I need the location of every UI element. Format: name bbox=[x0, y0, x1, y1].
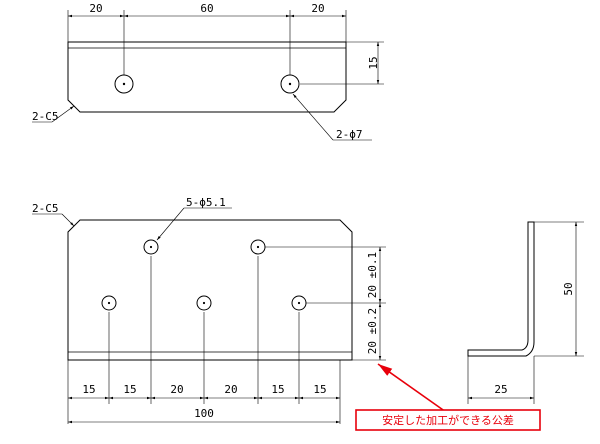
front-dim-h-3: 20 bbox=[170, 383, 183, 396]
front-holes-label: 5-ϕ5.1 bbox=[186, 196, 226, 209]
side-dim-50: 50 bbox=[562, 282, 575, 295]
front-dim-h-1: 15 bbox=[82, 383, 95, 396]
callout-text: 安定した加工ができる公差 bbox=[382, 413, 514, 427]
top-dim-20-left: 20 bbox=[89, 2, 102, 15]
tolerance-callout: 安定した加工ができる公差 bbox=[355, 363, 541, 431]
front-dim-h-6: 15 bbox=[313, 383, 326, 396]
callout-box bbox=[355, 409, 541, 431]
front-hole-4 bbox=[196, 295, 212, 311]
top-chamfer-label: 2-C5 bbox=[32, 110, 59, 123]
side-dim-25: 25 bbox=[494, 383, 507, 396]
callout-arrow bbox=[377, 363, 447, 413]
front-hole-3 bbox=[101, 295, 117, 311]
side-view-profile bbox=[467, 221, 535, 357]
front-dim-h-2: 15 bbox=[123, 383, 136, 396]
top-view: 20 60 20 15 2-C5 2-ϕ7 bbox=[32, 2, 384, 141]
leader-line bbox=[292, 93, 334, 141]
top-dim-60: 60 bbox=[200, 2, 213, 15]
front-dim-h-4: 20 bbox=[224, 383, 237, 396]
top-view-hole-left bbox=[114, 74, 134, 94]
front-view-outline bbox=[67, 219, 353, 361]
front-dim-v-2: 20 ±0.2 bbox=[366, 308, 379, 354]
front-hole-5 bbox=[291, 295, 307, 311]
top-view-hole-right bbox=[280, 74, 300, 94]
front-hole-2 bbox=[250, 239, 266, 255]
front-dim-h-5: 15 bbox=[271, 383, 284, 396]
front-dim-total: 100 bbox=[194, 407, 214, 420]
top-holes-label: 2-ϕ7 bbox=[336, 128, 363, 141]
top-dim-15: 15 bbox=[367, 56, 380, 69]
leader-line bbox=[51, 105, 75, 123]
front-dim-v-1: 20 ±0.1 bbox=[366, 252, 379, 298]
top-view-outline bbox=[67, 41, 347, 113]
front-view: 2-C5 5-ϕ5.1 15 15 20 20 15 15 100 bbox=[32, 196, 386, 424]
leader-line bbox=[61, 213, 75, 227]
top-dim-20-right: 20 bbox=[311, 2, 324, 15]
side-view: 50 25 bbox=[467, 221, 584, 404]
front-hole-1 bbox=[143, 239, 159, 255]
leader-line bbox=[156, 207, 185, 241]
front-chamfer-label: 2-C5 bbox=[32, 202, 59, 215]
